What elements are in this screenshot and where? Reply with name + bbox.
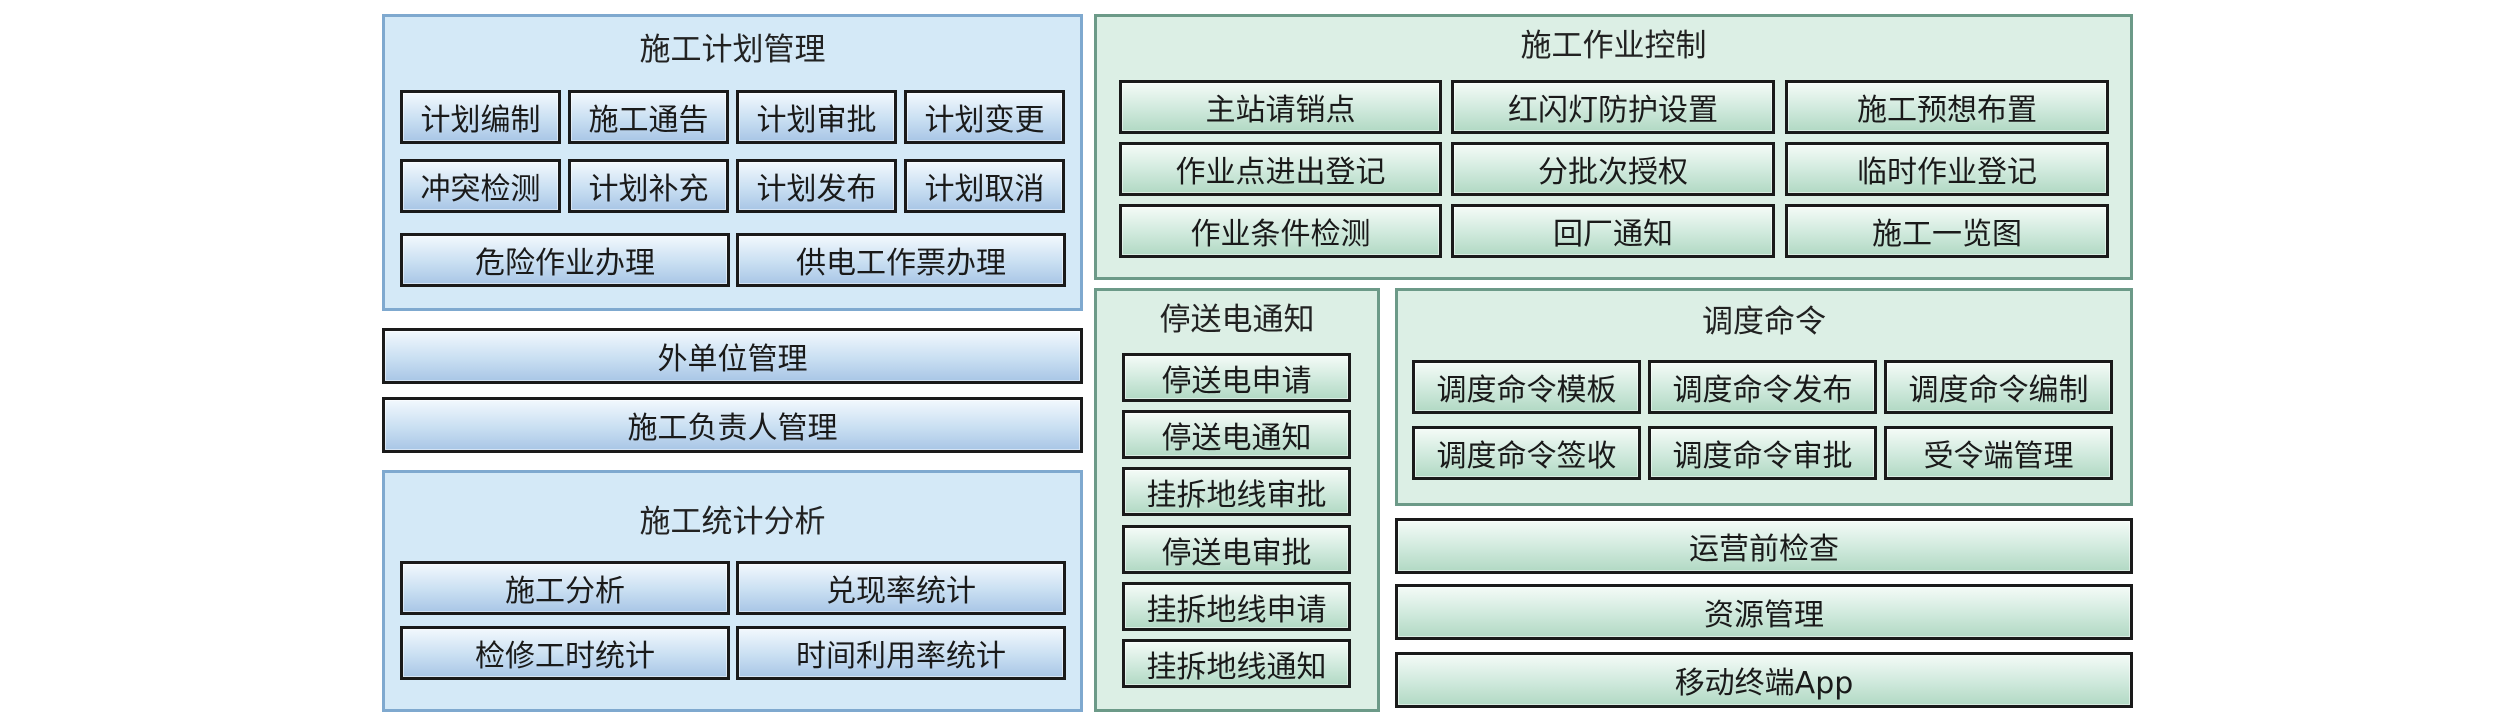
construction-layout-button[interactable]: 施工预想布置 xyxy=(1785,80,2109,134)
dispatch-panel: 调度命令 调度命令模板 调度命令发布 调度命令编制 调度命令签收 调度命令审批 … xyxy=(1395,288,2133,506)
station-request-button[interactable]: 主站请销点 xyxy=(1119,80,1442,134)
plan-publish-button[interactable]: 计划发布 xyxy=(736,159,897,213)
plan-cancel-button[interactable]: 计划取消 xyxy=(904,159,1065,213)
fulfillment-rate-button[interactable]: 兑现率统计 xyxy=(736,561,1066,615)
statistics-title: 施工统计分析 xyxy=(639,504,826,540)
plan-compile-button[interactable]: 计划编制 xyxy=(400,90,561,144)
power-outage-approval-button[interactable]: 停送电审批 xyxy=(1122,525,1351,574)
pre-operation-check-button[interactable]: 运营前检查 xyxy=(1395,518,2133,574)
construction-analysis-button[interactable]: 施工分析 xyxy=(400,561,730,615)
grounding-notice-button[interactable]: 挂拆地线通知 xyxy=(1122,639,1351,688)
plan-management-panel: 施工计划管理 计划编制 施工通告 计划审批 计划变更 冲突检测 计划补充 计划发… xyxy=(382,14,1083,311)
operation-control-title: 施工作业控制 xyxy=(1520,28,1707,64)
dispatch-template-button[interactable]: 调度命令模板 xyxy=(1412,360,1641,414)
plan-approval-button[interactable]: 计划审批 xyxy=(736,90,897,144)
resource-management-button[interactable]: 资源管理 xyxy=(1395,584,2133,640)
power-outage-panel: 停送电通知 停送电申请 停送电通知 挂拆地线审批 停送电审批 挂拆地线申请 挂拆… xyxy=(1094,288,1380,712)
statistics-panel: 施工统计分析 施工分析 兑现率统计 检修工时统计 时间利用率统计 xyxy=(382,470,1083,712)
person-in-charge-button[interactable]: 施工负责人管理 xyxy=(382,397,1083,453)
batch-authorization-button[interactable]: 分批次授权 xyxy=(1451,142,1775,196)
return-notice-button[interactable]: 回厂通知 xyxy=(1451,204,1775,258)
plan-change-button[interactable]: 计划变更 xyxy=(904,90,1065,144)
red-light-protection-button[interactable]: 红闪灯防护设置 xyxy=(1451,80,1775,134)
hazardous-work-button[interactable]: 危险作业办理 xyxy=(400,233,730,287)
temporary-work-button[interactable]: 临时作业登记 xyxy=(1785,142,2109,196)
dispatch-sign-button[interactable]: 调度命令签收 xyxy=(1412,426,1641,480)
dispatch-publish-button[interactable]: 调度命令发布 xyxy=(1648,360,1877,414)
external-unit-button[interactable]: 外单位管理 xyxy=(382,328,1083,384)
construction-notice-button[interactable]: 施工通告 xyxy=(568,90,729,144)
work-condition-check-button[interactable]: 作业条件检测 xyxy=(1119,204,1442,258)
grounding-application-button[interactable]: 挂拆地线申请 xyxy=(1122,582,1351,631)
power-work-ticket-button[interactable]: 供电工作票办理 xyxy=(736,233,1066,287)
work-point-registration-button[interactable]: 作业点进出登记 xyxy=(1119,142,1442,196)
operation-control-panel: 施工作业控制 主站请销点 红闪灯防护设置 施工预想布置 作业点进出登记 分批次授… xyxy=(1094,14,2133,280)
power-outage-application-button[interactable]: 停送电申请 xyxy=(1122,353,1351,402)
power-outage-title: 停送电通知 xyxy=(1159,302,1315,338)
power-outage-notice-button[interactable]: 停送电通知 xyxy=(1122,410,1351,459)
mobile-app-button[interactable]: 移动终端App xyxy=(1395,652,2133,708)
dispatch-title: 调度命令 xyxy=(1702,304,1826,340)
grounding-approval-button[interactable]: 挂拆地线审批 xyxy=(1122,467,1351,516)
receiver-management-button[interactable]: 受令端管理 xyxy=(1884,426,2113,480)
plan-supplement-button[interactable]: 计划补充 xyxy=(568,159,729,213)
time-utilization-button[interactable]: 时间利用率统计 xyxy=(736,626,1066,680)
conflict-detection-button[interactable]: 冲突检测 xyxy=(400,159,561,213)
dispatch-compile-button[interactable]: 调度命令编制 xyxy=(1884,360,2113,414)
plan-management-title: 施工计划管理 xyxy=(639,32,826,68)
construction-overview-button[interactable]: 施工一览图 xyxy=(1785,204,2109,258)
maintenance-hours-button[interactable]: 检修工时统计 xyxy=(400,626,730,680)
dispatch-approval-button[interactable]: 调度命令审批 xyxy=(1648,426,1877,480)
